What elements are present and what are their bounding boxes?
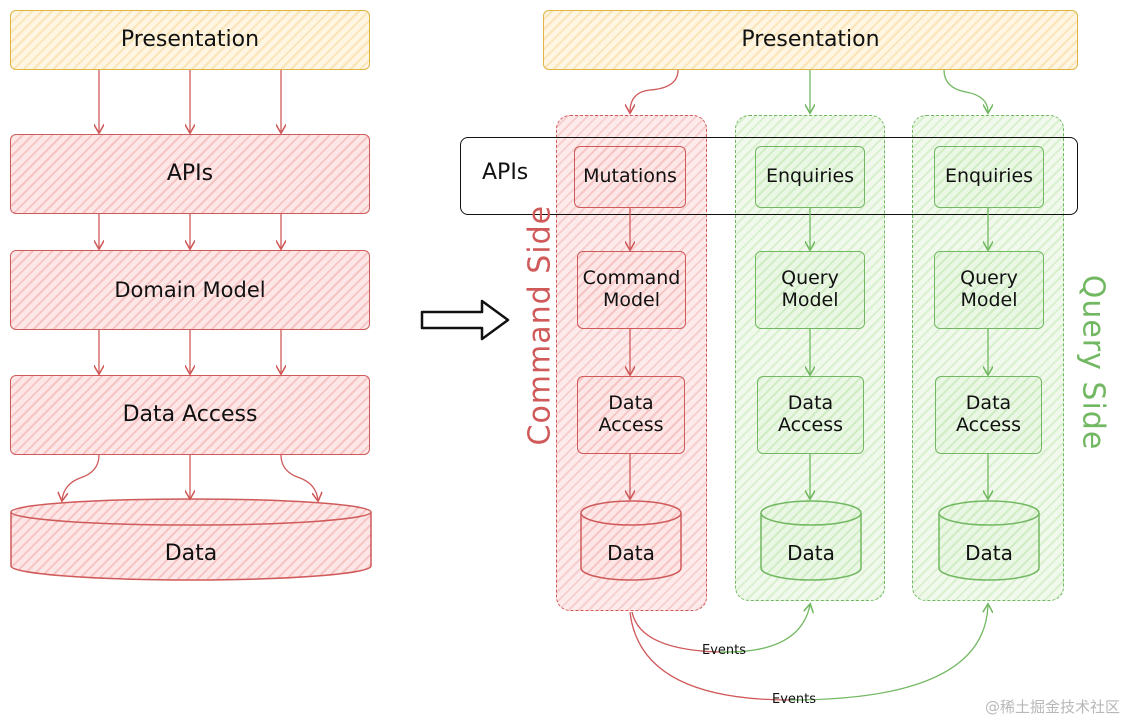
left-data-access-layer: Data Access xyxy=(10,375,370,455)
left-domain-model-label: Domain Model xyxy=(114,277,266,302)
left-data-label: Data xyxy=(164,540,218,566)
command-model-label: Command Model xyxy=(582,267,681,311)
watermark: @稀土掘金技术社区 xyxy=(984,698,1120,716)
right-presentation-label: Presentation xyxy=(741,27,880,53)
left-apis-label: APIs xyxy=(166,161,214,187)
events-label-2: Events xyxy=(772,692,817,707)
transform-arrow-icon xyxy=(420,299,510,341)
query-model-label-2: Query Model xyxy=(960,267,1018,311)
data-cylinder-query-2-shape xyxy=(938,500,1040,581)
enquiries-node-1: Enquiries xyxy=(755,146,865,208)
apis-band xyxy=(460,137,1078,215)
left-domain-model-layer: Domain Model xyxy=(10,250,370,330)
left-presentation-layer: Presentation xyxy=(10,10,370,70)
data-store-query-2: Data xyxy=(938,500,1040,582)
data-label-query-2: Data xyxy=(965,541,1013,565)
left-presentation-label: Presentation xyxy=(120,27,260,53)
enquiries-label-1: Enquiries xyxy=(765,165,855,188)
data-label-query-1: Data xyxy=(787,541,835,565)
data-access-label-query-2: Data Access xyxy=(955,392,1022,436)
left-data-access-label: Data Access xyxy=(122,402,258,428)
mutations-label: Mutations xyxy=(583,165,677,188)
mutations-node: Mutations xyxy=(574,146,686,208)
data-store-command: Data xyxy=(580,500,682,582)
data-cylinder-query-1-shape xyxy=(760,500,862,581)
left-data-store: Data xyxy=(10,498,372,582)
events-label-1: Events xyxy=(702,643,747,658)
query-side-label: Query Side xyxy=(1075,274,1111,451)
left-apis-layer: APIs xyxy=(10,134,370,214)
data-access-node-query-2: Data Access xyxy=(935,376,1042,454)
query-model-label-1: Query Model xyxy=(781,267,839,311)
data-access-label-query-1: Data Access xyxy=(777,392,844,436)
apis-band-label: APIs xyxy=(482,160,529,185)
command-side-label: Command Side xyxy=(522,204,558,446)
enquiries-node-2: Enquiries xyxy=(934,146,1044,208)
query-model-node-2: Query Model xyxy=(934,251,1044,329)
data-store-query-1: Data xyxy=(760,500,862,582)
right-presentation-layer: Presentation xyxy=(543,10,1078,70)
data-access-node-command: Data Access xyxy=(577,376,685,454)
data-access-node-query-1: Data Access xyxy=(757,376,864,454)
command-model-node: Command Model xyxy=(577,251,686,329)
query-model-node-1: Query Model xyxy=(755,251,865,329)
enquiries-label-2: Enquiries xyxy=(944,165,1034,188)
data-cylinder-command-shape xyxy=(580,500,682,581)
data-access-label-command: Data Access xyxy=(598,392,664,436)
data-label-command: Data xyxy=(607,541,655,565)
